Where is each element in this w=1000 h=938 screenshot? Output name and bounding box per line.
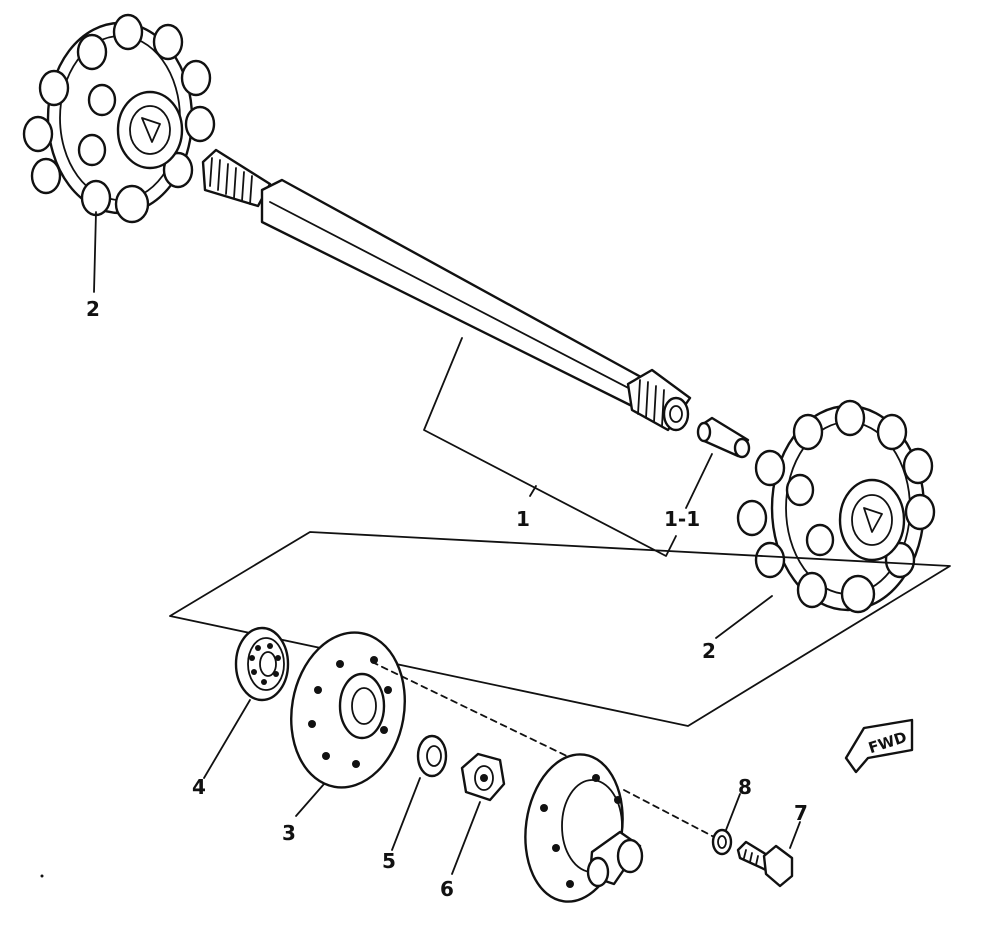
lock-washer: [711, 828, 733, 856]
sprocket-right: [736, 399, 936, 614]
leader-lines: [93, 211, 801, 875]
plate: [290, 631, 406, 789]
nut: [460, 752, 506, 802]
callout-2-bottom: 2: [702, 639, 716, 663]
callout-1: 1: [516, 507, 530, 531]
bolt: [736, 840, 794, 888]
hub-flange: [524, 753, 644, 903]
callout-6: 6: [440, 877, 454, 901]
callout-4: 4: [192, 775, 206, 799]
pin: [696, 416, 751, 459]
washer: [416, 734, 448, 778]
callout-8: 8: [738, 775, 752, 799]
callout-7: 7: [794, 801, 808, 825]
sprocket-top-left: [22, 13, 216, 224]
assembly-bracket-lines: [169, 337, 951, 727]
callout-2-top: 2: [86, 297, 100, 321]
callout-3: 3: [282, 821, 296, 845]
callout-1-1: 1-1: [664, 507, 700, 531]
callout-numbers: 2 1 1-1 2 4 3 5 6 8 7: [86, 297, 808, 901]
bearing: [234, 626, 290, 702]
drive-shaft: [201, 148, 692, 432]
forward-direction-arrow: FWD: [844, 718, 914, 774]
callout-5: 5: [382, 849, 396, 873]
